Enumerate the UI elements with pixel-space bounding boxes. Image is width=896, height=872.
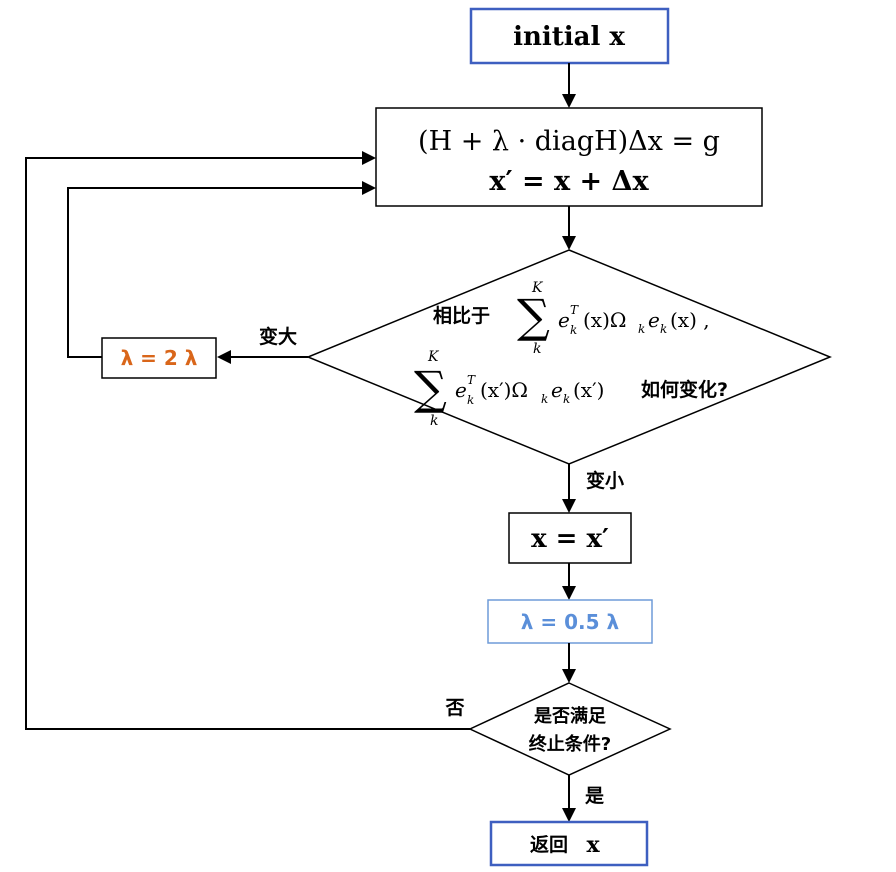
term1-e2: e xyxy=(648,308,660,332)
decision-suffix: 如何变化? xyxy=(641,378,728,401)
sum-1-lower: k xyxy=(533,341,541,357)
arrow-stop-no-to-update xyxy=(25,151,470,730)
term2-e2-sub: k xyxy=(563,392,570,406)
term2-tail: (x′) xyxy=(573,378,604,402)
term1-e: e xyxy=(558,308,570,332)
return-label: 返回 xyxy=(530,834,568,856)
term1-omega-sub: k xyxy=(638,322,645,336)
edge-label-smaller: 变小 xyxy=(586,469,624,492)
lambda-half-label: λ = 0.5 λ xyxy=(521,610,620,634)
lambda-half-node: λ = 0.5 λ xyxy=(487,599,653,644)
sum-1-upper: K xyxy=(531,280,544,296)
lambda-double-label: λ = 2 λ xyxy=(121,346,198,370)
edge-label-yes: 是 xyxy=(585,785,604,807)
stop-decision-line1: 是否满足 xyxy=(533,705,606,727)
term1-sub: k xyxy=(570,323,577,337)
edge-label-bigger: 变大 xyxy=(259,325,297,348)
edge-label-no: 否 xyxy=(444,697,464,719)
term2-sup: T xyxy=(467,373,476,387)
term2-e: e xyxy=(455,378,467,402)
term2-omega-sub: k xyxy=(541,392,548,406)
term2-sub: k xyxy=(467,393,474,407)
accept-label: x = x′ xyxy=(531,524,609,554)
term1-tail: (x) , xyxy=(670,308,710,332)
update-equation-line1: (H + λ · diagH)Δx = g xyxy=(418,126,720,157)
accept-node: x = x′ xyxy=(508,512,632,564)
term1-args: (x)Ω xyxy=(583,308,626,332)
sum-symbol-1: ∑ xyxy=(517,289,550,343)
lambda-double-node: λ = 2 λ xyxy=(101,337,217,379)
initial-x-node: initial x xyxy=(469,7,670,65)
decision-prefix: 相比于 xyxy=(433,305,490,327)
term2-e2: e xyxy=(551,378,563,402)
stop-decision-line2: 终止条件? xyxy=(529,733,611,755)
update-equation-line2: x′ = x + Δx xyxy=(489,166,649,197)
term2-args: (x′)Ω xyxy=(480,378,528,402)
sum-2-lower: k xyxy=(430,413,438,429)
initial-x-label: initial x xyxy=(513,22,625,52)
term1-e2-sub: k xyxy=(660,322,667,336)
sum-2-upper: K xyxy=(427,349,440,365)
sum-symbol-2: ∑ xyxy=(414,361,447,415)
return-var: x xyxy=(586,832,600,858)
arrow-lambda-double-to-update xyxy=(67,181,376,358)
return-node: 返回 x xyxy=(489,820,649,867)
update-node: (H + λ · diagH)Δx = g x′ = x + Δx xyxy=(375,107,763,207)
cost-decision-node: 相比于 ∑ K k e T k (x)Ω k e k (x) , ∑ K k e… xyxy=(306,249,832,465)
stop-decision-node: 是否满足 终止条件? xyxy=(468,682,672,776)
term1-sup: T xyxy=(570,303,579,317)
